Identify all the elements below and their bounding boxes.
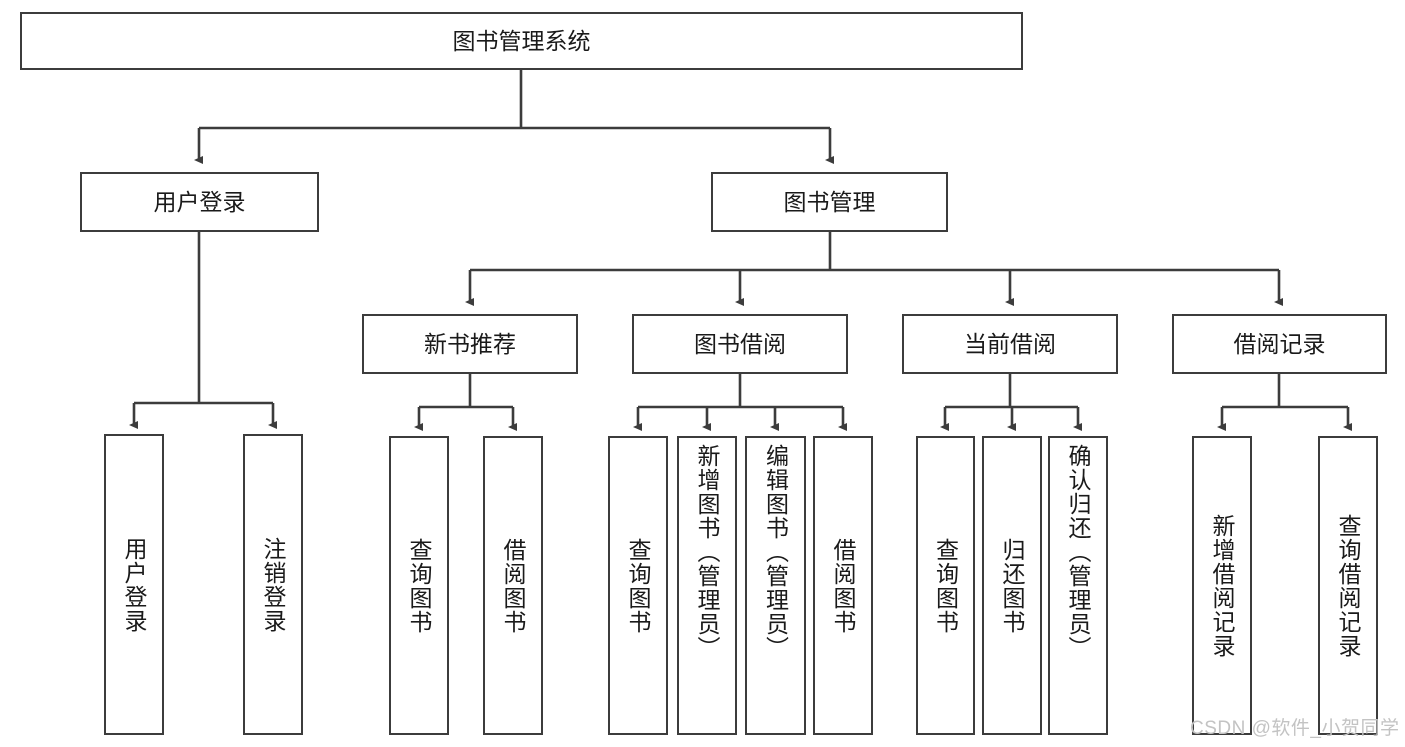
leaf-current-borrow-query[interactable]: 查询图书: [916, 436, 975, 735]
leaf-label: 借阅图书: [830, 537, 857, 634]
leaf-book-borrow-edit[interactable]: 编辑图书（管理员）: [745, 436, 806, 735]
leaf-label: 查询图书: [932, 537, 959, 634]
csdn-watermark: CSDN @软件_小贺同学: [1190, 718, 1400, 739]
leaf-label: 借阅图书: [500, 537, 527, 634]
node-user-login-label: 用户登录: [153, 188, 246, 215]
leaf-user-login-login[interactable]: 用户登录: [104, 434, 164, 735]
node-borrow-record-label: 借阅记录: [1233, 330, 1326, 357]
node-user-login[interactable]: 用户登录: [80, 172, 319, 232]
leaf-borrow-record-add[interactable]: 新增借阅记录: [1192, 436, 1252, 735]
leaf-label: 查询图书: [406, 537, 433, 634]
node-root-label: 图书管理系统: [452, 27, 591, 54]
node-root[interactable]: 图书管理系统: [20, 12, 1023, 70]
leaf-label: 用户登录: [121, 536, 148, 633]
node-book-borrow-label: 图书借阅: [694, 330, 786, 357]
node-book-borrow[interactable]: 图书借阅: [632, 314, 848, 374]
leaf-book-borrow-lend[interactable]: 借阅图书: [813, 436, 873, 735]
node-new-book-recommend-label: 新书推荐: [424, 330, 516, 357]
leaf-label: 归还图书: [999, 537, 1026, 634]
leaf-label: 注销登录: [260, 536, 287, 633]
leaf-label: 查询借阅记录: [1335, 513, 1362, 658]
node-borrow-record[interactable]: 借阅记录: [1172, 314, 1387, 374]
node-book-management[interactable]: 图书管理: [711, 172, 948, 232]
leaf-new-book-borrow[interactable]: 借阅图书: [483, 436, 543, 735]
leaf-label: 查询图书: [625, 537, 652, 634]
leaf-user-login-logout[interactable]: 注销登录: [243, 434, 303, 735]
node-current-borrow-label: 当前借阅: [964, 330, 1056, 357]
leaf-current-borrow-return[interactable]: 归还图书: [982, 436, 1042, 735]
leaf-label: 编辑图书（管理员）: [762, 444, 789, 660]
leaf-new-book-query[interactable]: 查询图书: [389, 436, 449, 735]
leaf-book-borrow-add[interactable]: 新增图书（管理员）: [677, 436, 737, 735]
leaf-current-borrow-confirm[interactable]: 确认归还（管理员）: [1048, 436, 1108, 735]
leaf-borrow-record-query[interactable]: 查询借阅记录: [1318, 436, 1378, 735]
leaf-label: 新增借阅记录: [1209, 513, 1236, 658]
node-current-borrow[interactable]: 当前借阅: [902, 314, 1118, 374]
leaf-label: 确认归还（管理员）: [1065, 444, 1092, 660]
leaf-label: 新增图书（管理员）: [694, 444, 721, 660]
node-new-book-recommend[interactable]: 新书推荐: [362, 314, 578, 374]
node-book-management-label: 图书管理: [783, 188, 876, 215]
leaf-book-borrow-query[interactable]: 查询图书: [608, 436, 668, 735]
